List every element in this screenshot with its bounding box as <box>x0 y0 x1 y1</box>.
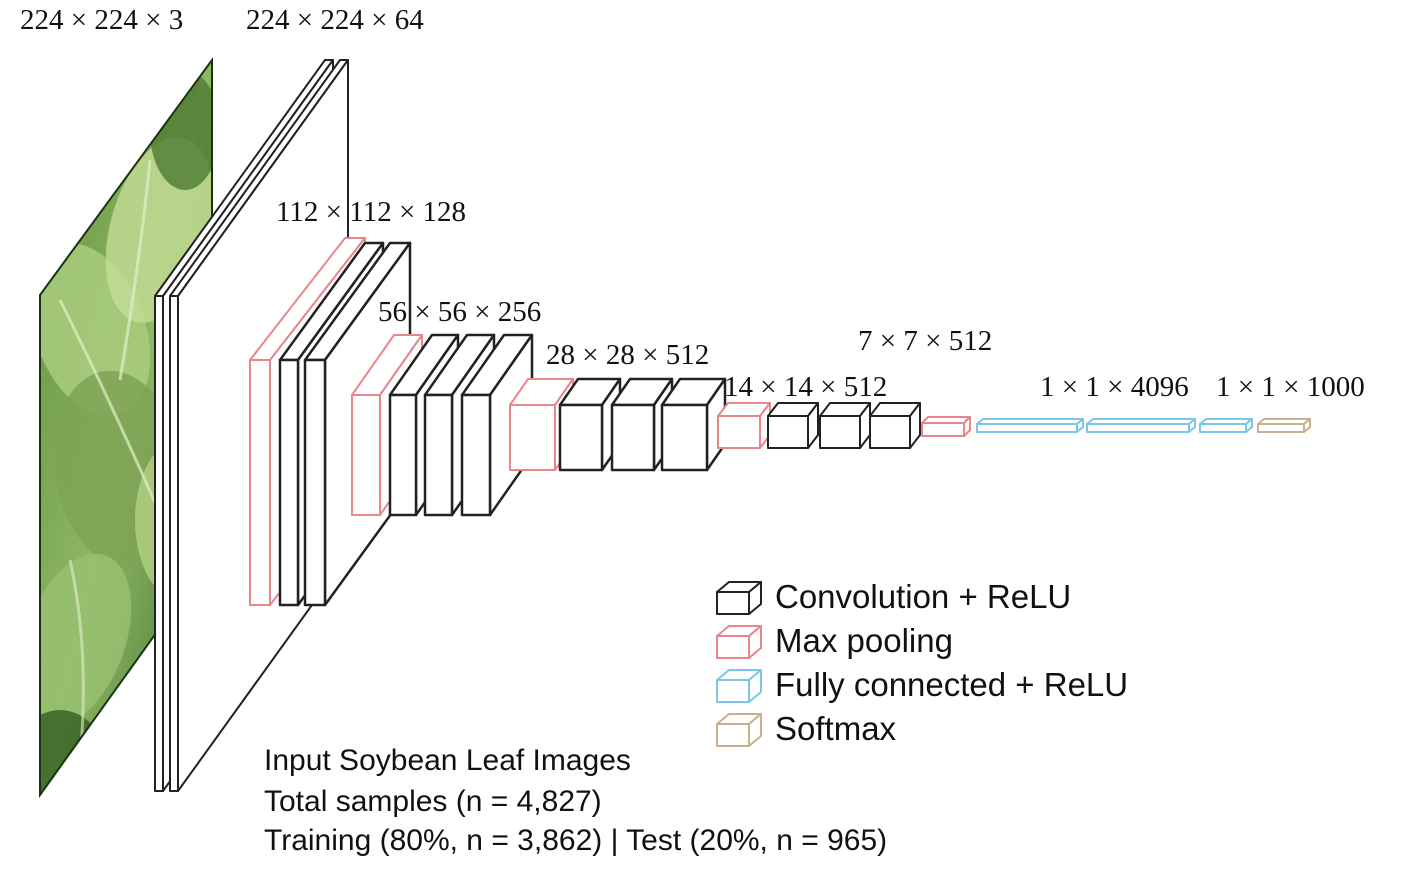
softmax-bar <box>1257 418 1311 433</box>
conv5-block-b <box>819 402 871 449</box>
conv5-block-a <box>767 402 819 449</box>
layer-blocks <box>154 59 1311 792</box>
layer-label-conv5: 14 × 14 × 512 <box>724 371 888 403</box>
layer-label-conv2: 112 × 112 × 128 <box>276 196 467 228</box>
layer-label-softmax: 1 × 1 × 1000 <box>1216 371 1365 403</box>
fc2-bar <box>1086 418 1196 433</box>
fc3-bar <box>1199 418 1253 433</box>
conv5-block-c <box>869 402 921 449</box>
info-title: Input Soybean Leaf Images <box>264 744 631 777</box>
layer-label-fc: 1 × 1 × 4096 <box>1040 371 1189 403</box>
layer-label-pool5: 7 × 7 × 512 <box>858 325 993 357</box>
pool5-block <box>921 416 971 437</box>
legend-label-convolution: Convolution + ReLU <box>775 578 1072 615</box>
legend-softmax-cube-icon <box>716 713 762 747</box>
fc1-bar <box>976 418 1084 433</box>
legend-fc-cube-icon <box>716 669 762 703</box>
info-total-samples: Total samples (n = 4,827) <box>264 785 602 818</box>
legend-label-fully-connected: Fully connected + ReLU <box>775 666 1129 703</box>
conv4-block-c <box>660 377 727 472</box>
info-train-test-split: Training (80%, n = 3,862) | Test (20%, n… <box>264 824 888 857</box>
layer-label-input: 224 × 224 × 3 <box>20 4 184 36</box>
layer-label-conv1: 224 × 224 × 64 <box>246 4 424 36</box>
legend-label-softmax: Softmax <box>775 710 897 747</box>
pool4-block <box>717 402 771 449</box>
layer-label-conv4: 28 × 28 × 512 <box>546 339 710 371</box>
layer-label-conv3: 56 × 56 × 256 <box>378 296 542 328</box>
legend-conv-cube-icon <box>716 581 762 615</box>
legend-label-max-pooling: Max pooling <box>775 622 953 659</box>
legend-pool-cube-icon <box>716 625 762 659</box>
legend-icons <box>716 581 762 747</box>
